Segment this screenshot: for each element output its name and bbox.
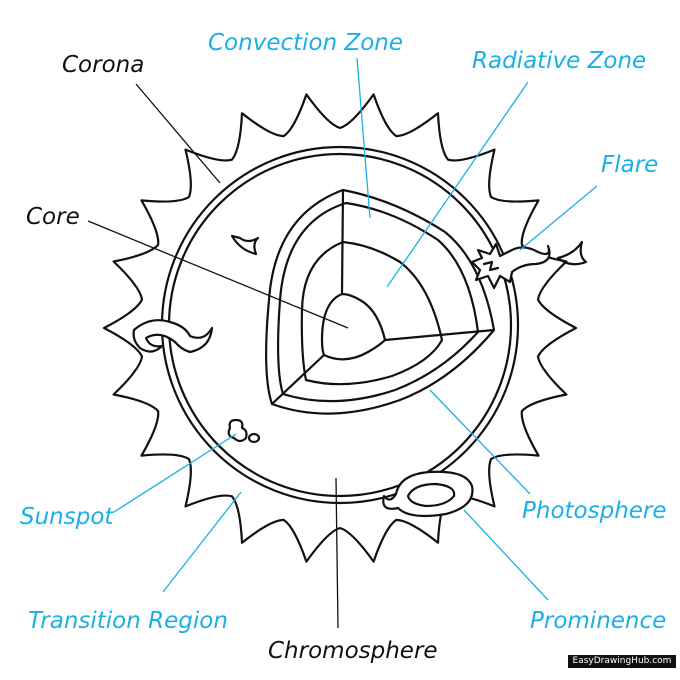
leader-convection-zone — [356, 57, 371, 219]
leader-transition-region — [162, 491, 242, 593]
leader-flare — [519, 185, 598, 251]
cut-line-top — [340, 188, 345, 296]
cut-line-right — [383, 328, 496, 342]
corona-outline — [102, 93, 578, 563]
leader-chromosphere — [335, 477, 339, 629]
corona-fragment-right — [556, 240, 588, 266]
label-flare: Flare — [601, 152, 658, 178]
label-prominence: Prominence — [530, 608, 666, 634]
sunspot-small — [247, 432, 261, 444]
label-transition-region: Transition Region — [28, 608, 228, 634]
leader-radiative-zone — [386, 81, 529, 288]
corona-fragment-left — [230, 234, 260, 256]
label-sunspot: Sunspot — [20, 504, 114, 530]
leader-photosphere — [429, 389, 531, 495]
flare-detail — [482, 260, 500, 272]
label-radiative-zone: Radiative Zone — [472, 48, 646, 74]
prominence-ring — [382, 470, 474, 518]
label-photosphere: Photosphere — [522, 498, 667, 524]
cut-line-left — [270, 353, 326, 406]
radiative-zone-boundary — [300, 240, 444, 386]
watermark-badge: EasyDrawingHub.com — [568, 655, 676, 668]
label-chromosphere: Chromosphere — [268, 638, 438, 664]
label-core: Core — [26, 204, 80, 230]
leader-core — [87, 220, 349, 329]
flare-shape — [470, 242, 551, 290]
label-convection-zone: Convection Zone — [208, 30, 403, 56]
leader-sunspot — [113, 433, 237, 513]
sunspot-shape — [227, 418, 248, 443]
convection-zone-wedge — [265, 188, 496, 415]
prominence-loop-left — [132, 319, 214, 354]
core-boundary — [320, 292, 387, 361]
prominence-ring-inner — [406, 482, 456, 508]
leader-prominence — [463, 509, 549, 601]
leader-corona — [135, 83, 221, 184]
label-corona: Corona — [62, 52, 144, 78]
